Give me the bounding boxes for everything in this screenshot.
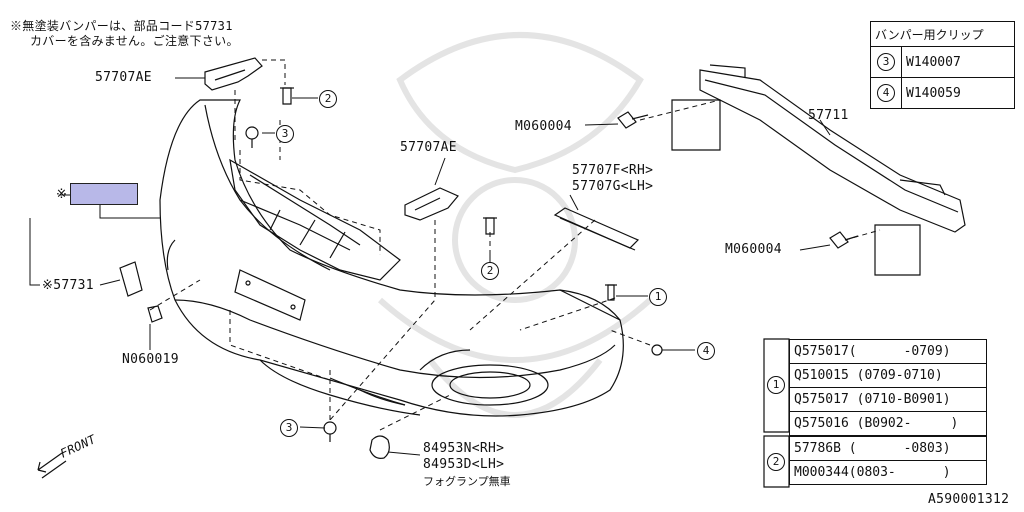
- label-57711: 57711: [808, 108, 849, 123]
- bumper-cover: [159, 99, 624, 417]
- table1-row-3: Q575016 (B0902- ): [789, 411, 987, 436]
- front-arrow-icon: [37, 452, 67, 479]
- clip-3-top: [245, 126, 259, 148]
- label-n060019: N060019: [122, 352, 179, 367]
- clip-n060019: [147, 305, 163, 323]
- screw-2-mid: [483, 217, 497, 235]
- label-84953D: 84953D<LH>: [423, 457, 505, 472]
- clip-table: バンパー用クリップ 3 W140007 4 W140059: [870, 21, 1015, 109]
- clip-num-3: 3: [877, 53, 895, 71]
- clip-3-bottom: [323, 421, 337, 442]
- bracket-57707AE-mid: [404, 187, 459, 221]
- label-57707F: 57707F<RH>: [572, 163, 654, 178]
- table-1: Q575017( -0709) Q510015 (0709-0710) Q575…: [789, 339, 987, 436]
- table2-row-1: M000344(0803- ): [789, 460, 987, 485]
- label-m060004-bottom: M060004: [725, 242, 782, 257]
- clip-4: [651, 344, 663, 356]
- fog-cover-84953: [369, 435, 390, 459]
- callout-2-top: 2: [319, 90, 337, 108]
- callout-3-bottom: 3: [280, 419, 298, 437]
- highlight-box: [70, 183, 138, 205]
- label-57707G: 57707G<LH>: [572, 179, 654, 194]
- callout-3-top: 3: [276, 125, 294, 143]
- bracket-57707AE-top: [204, 57, 263, 91]
- table-2: 57786B ( -0803) M000344(0803- ): [789, 436, 987, 485]
- callout-2-mid: 2: [481, 262, 499, 280]
- cover-57731: [119, 261, 143, 297]
- bolt-m060004-top: [617, 111, 649, 129]
- note-line-2: カバーを含みません。ご注意下さい。: [30, 34, 239, 48]
- figure-code: A590001312: [928, 492, 1010, 507]
- label-m060004-top: M060004: [515, 119, 572, 134]
- label-57707AE-top: 57707AE: [95, 70, 152, 85]
- label-fog-note: フォグランプ無車: [423, 475, 511, 488]
- label-57731: ※57731: [42, 278, 94, 293]
- callout-4: 4: [697, 342, 715, 360]
- bolt-m060004-bottom: [829, 231, 859, 249]
- screw-1: [605, 284, 617, 301]
- label-57707AE-mid: 57707AE: [400, 140, 457, 155]
- clip-num-4: 4: [877, 84, 895, 102]
- table1-num: 1: [767, 376, 785, 394]
- table1-row-0: Q575017( -0709): [789, 339, 987, 364]
- note-line-1: ※無塗装バンパーは、部品コード57731: [10, 19, 233, 33]
- clip-code-w140059: W140059: [901, 77, 1015, 109]
- clip-code-w140007: W140007: [901, 46, 1015, 78]
- label-84953N: 84953N<RH>: [423, 441, 505, 456]
- callout-1: 1: [649, 288, 667, 306]
- table2-num: 2: [767, 453, 785, 471]
- table1-row-1: Q510015 (0709-0710): [789, 363, 987, 388]
- watermark-emblem: [378, 32, 652, 418]
- clip-table-header: バンパー用クリップ: [870, 21, 1015, 47]
- note-marker: ※: [56, 187, 68, 202]
- reinforcement-57711: [671, 64, 966, 276]
- table1-row-2: Q575017 (0710-B0901): [789, 387, 987, 412]
- table2-row-0: 57786B ( -0803): [789, 436, 987, 461]
- side-bracket-57707F: [553, 207, 640, 251]
- screw-2-top: [280, 87, 294, 105]
